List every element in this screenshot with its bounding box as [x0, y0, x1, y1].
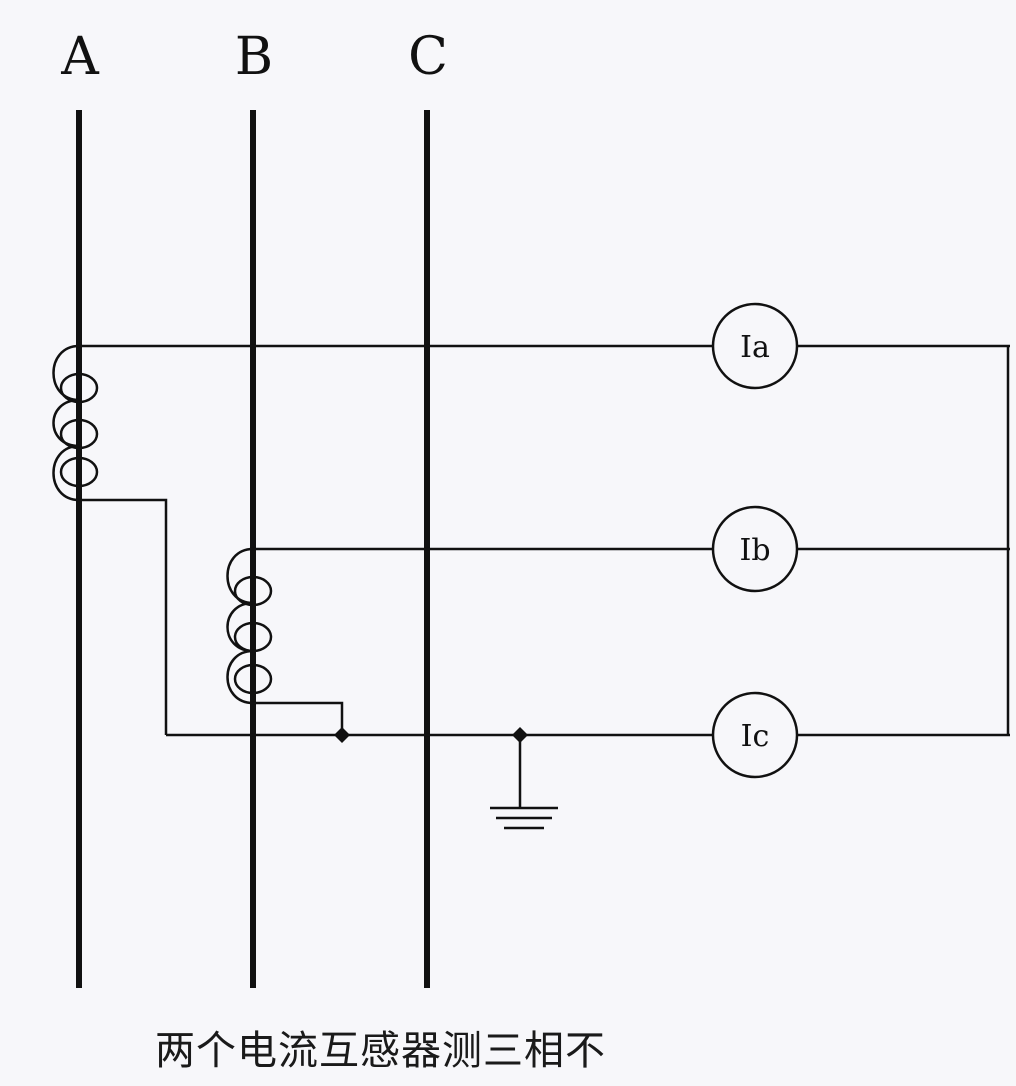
- ammeter-ib: Ib: [711, 505, 799, 593]
- ammeter-ia-label: Ia: [740, 330, 770, 365]
- ammeter-ic: Ic: [711, 691, 799, 779]
- junction-node-ct-b: [334, 727, 350, 743]
- ct-a-lead: [79, 498, 168, 735]
- ct-b-lead: [253, 701, 344, 735]
- ammeter-ia: Ia: [711, 302, 799, 390]
- phase-label-b: B: [235, 27, 273, 87]
- phase-label-a: A: [60, 27, 100, 87]
- ground-icon: [490, 735, 558, 830]
- caption-fade-overlay: [640, 1010, 1016, 1086]
- diagram-caption: 两个电流互感器测三相不: [155, 1028, 606, 1074]
- ammeter-ic-label: Ic: [741, 719, 770, 754]
- phase-label-c: C: [408, 27, 448, 87]
- current-transformer-a: [52, 344, 99, 502]
- ammeter-ib-label: Ib: [739, 533, 770, 568]
- current-transformer-b: [226, 547, 273, 705]
